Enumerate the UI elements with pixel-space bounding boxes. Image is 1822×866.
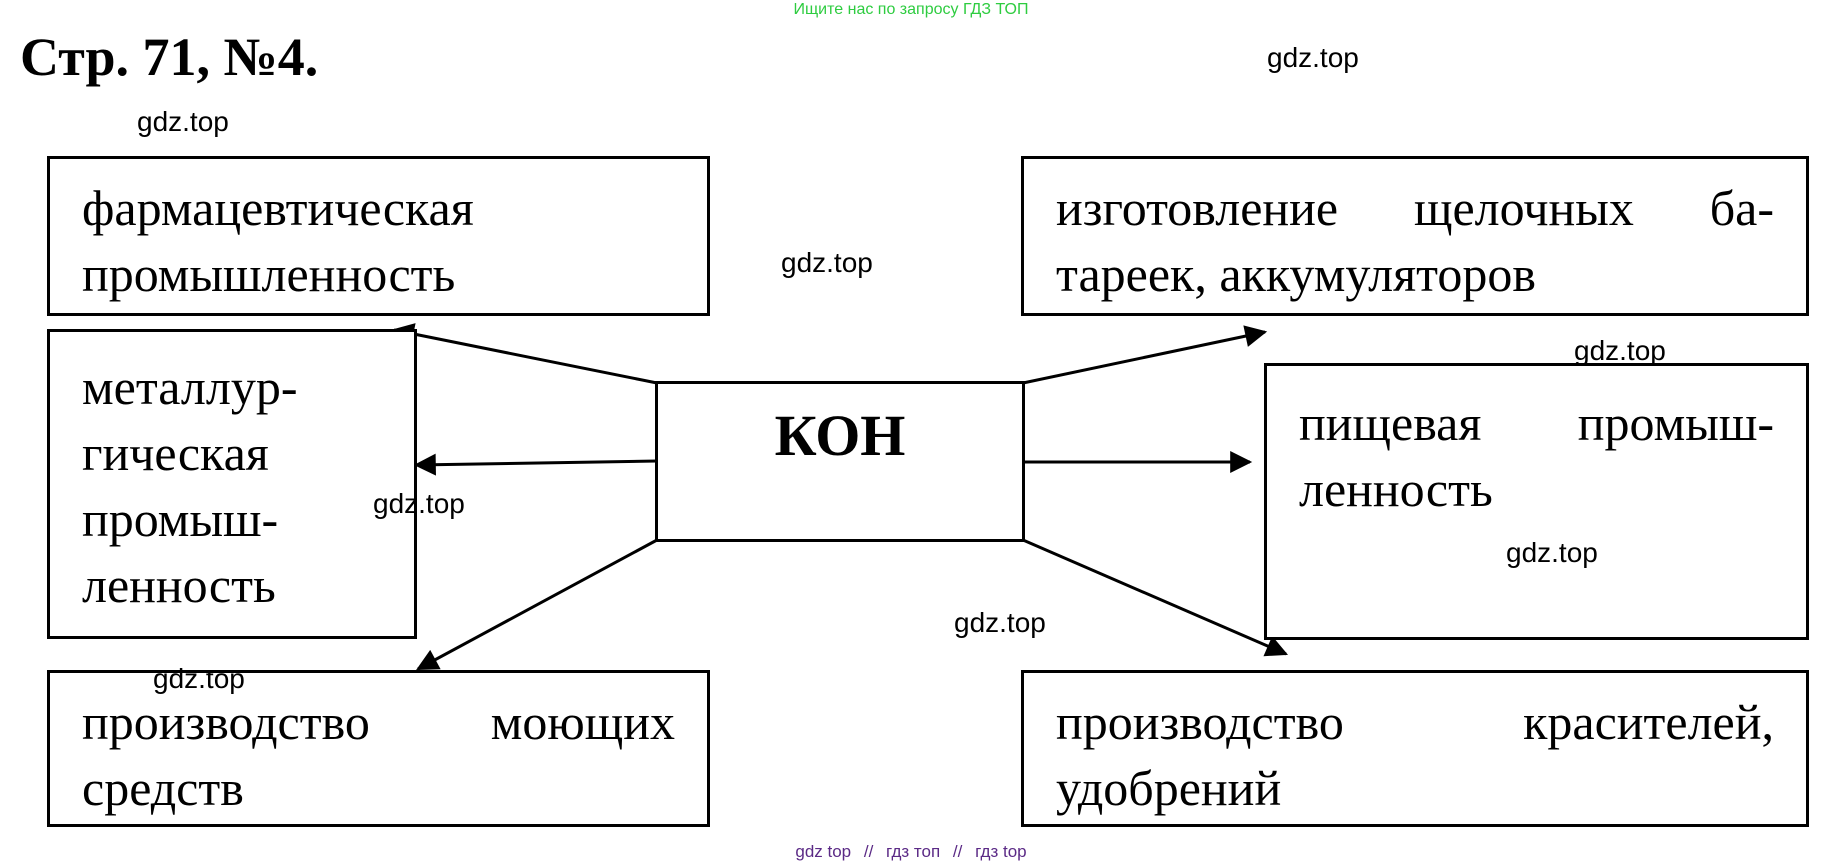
box-battery: изготовление щелочных ба- тареек, аккуму… [1021,156,1809,316]
watermark: gdz.top [153,663,245,694]
top-banner: Ищите нас по запросу ГДЗ ТОП [793,1,1029,18]
arrow-to-metal [413,453,658,476]
arrow-to-battery [1022,325,1268,385]
footer: gdz top // гдз топ // гдз top [0,842,1822,862]
arrow-to-detergent [416,538,658,671]
watermark: gdz.top [954,607,1046,638]
footer-link-c[interactable]: гдз top [975,842,1027,861]
page-title: Стр. 71, №4. [20,27,319,87]
watermark: gdz.top [1506,537,1598,568]
box-pharma: фармацевтическая промышленность [47,156,710,316]
arrow-to-dyes [1022,538,1289,657]
footer-separator: // [863,842,874,861]
footer-link-b[interactable]: гдз топ [886,842,941,861]
watermark: gdz.top [373,488,465,519]
watermark: gdz.top [137,106,229,137]
footer-separator: // [952,842,963,861]
box-metal: металлур- гическая промыш- ленность [47,329,417,639]
center-box-koh: КОН [655,381,1025,542]
footer-link-a[interactable]: gdz top [795,842,852,861]
watermark: gdz.top [781,247,873,278]
box-detergent: производство моющих средств [47,670,710,827]
watermark: gdz.top [1574,335,1666,366]
box-food: пищевая промыш- ленность [1264,363,1809,640]
watermark: gdz.top [1267,42,1359,73]
arrow-to-pharma [391,323,658,385]
box-dyes: производство красителей, удобрений [1021,670,1809,827]
